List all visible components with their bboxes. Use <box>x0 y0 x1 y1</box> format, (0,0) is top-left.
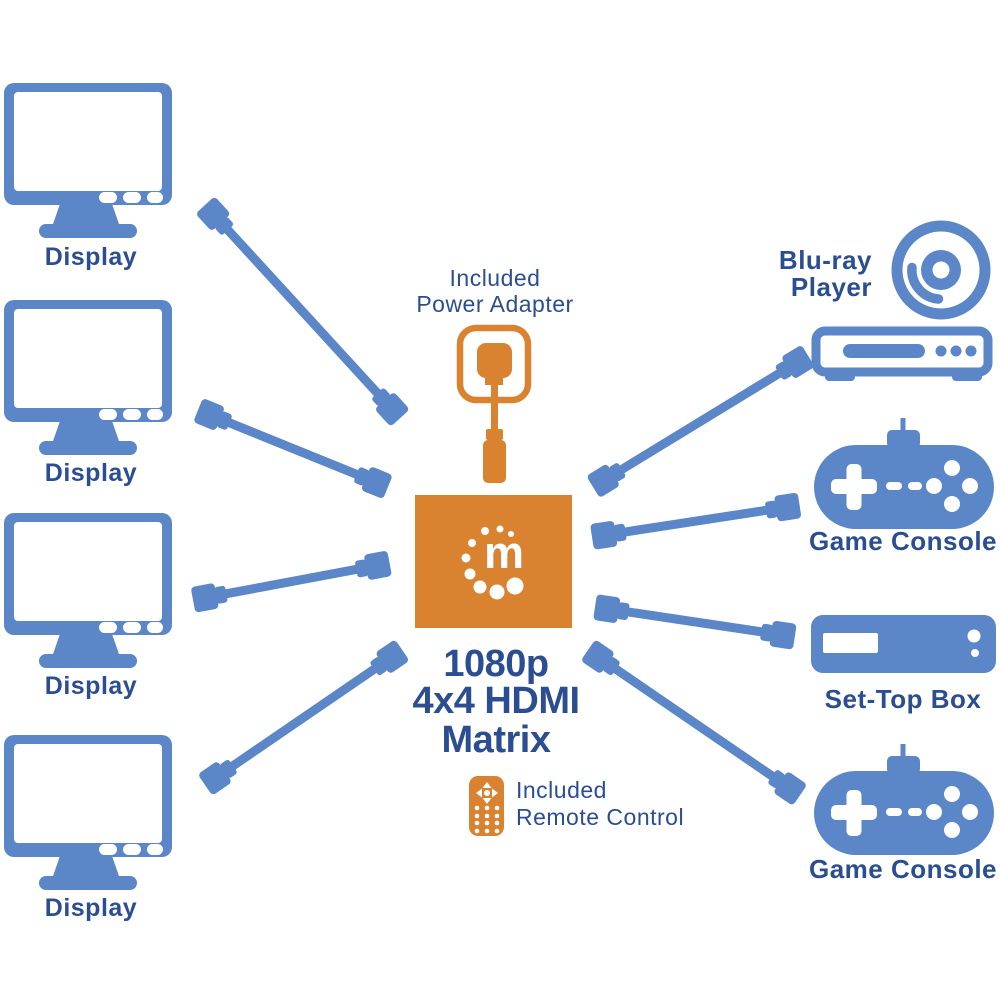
set-top-box-label: Set-Top Box <box>825 684 982 714</box>
remote-control-icon <box>469 776 504 836</box>
set-top-box-icon <box>811 615 996 673</box>
power-adapter-label-line1: Included <box>450 265 541 291</box>
remote-control-section: Included Remote Control <box>469 776 684 836</box>
hdmi-cable-display-2 <box>193 397 393 500</box>
hdmi-cable-game-console-bottom <box>580 639 808 806</box>
bluray-label-line2: Player <box>791 272 872 302</box>
hdmi-cable-bluray <box>586 344 815 499</box>
hdmi-cable-display-4 <box>197 639 410 796</box>
game-console-bottom-label: Game Console <box>809 854 997 884</box>
hdmi-cable-set-top-box <box>593 594 797 650</box>
logo-letter: m <box>484 527 524 578</box>
power-adapter-label-line2: Power Adapter <box>416 291 573 317</box>
display-2-monitor-icon <box>4 300 172 455</box>
game-console-top-label: Game Console <box>809 526 997 556</box>
bluray-disc-icon <box>891 220 991 320</box>
display-1-monitor-icon <box>4 83 172 238</box>
display-3-label: Display <box>45 672 137 700</box>
hdmi-cable-display-3 <box>190 550 392 613</box>
game-console-top-icon <box>814 418 994 529</box>
display-2-label: Display <box>45 459 137 487</box>
game-console-bottom-section: Game Console <box>809 744 997 884</box>
power-adapter-icon <box>456 324 532 483</box>
matrix-title: 1080p 4x4 HDMI Matrix <box>412 643 580 761</box>
bluray-section: Blu-ray Player <box>779 220 993 381</box>
display-4-monitor-icon <box>4 735 172 890</box>
display-1-label: Display <box>45 243 137 271</box>
power-adapter-section: Included Power Adapter <box>416 265 573 483</box>
title-line3: Matrix <box>442 719 551 761</box>
title-line2: 4x4 HDMI <box>412 680 579 722</box>
set-top-box-section: Set-Top Box <box>811 615 996 714</box>
remote-label-line1: Included <box>516 777 607 803</box>
matrix-box: m <box>415 495 572 628</box>
title-line1: 1080p <box>443 643 548 685</box>
remote-label-line2: Remote Control <box>516 804 684 830</box>
hdmi-cable-game-console-top <box>590 492 802 550</box>
bluray-label-line1: Blu-ray <box>779 245 872 275</box>
bluray-player-icon <box>811 326 993 381</box>
hdmi-cable-display-1 <box>195 196 410 427</box>
display-4-label: Display <box>45 894 137 922</box>
game-console-bottom-icon <box>814 744 994 855</box>
game-console-top-section: Game Console <box>809 418 997 556</box>
manhattan-logo-icon: m <box>461 525 524 600</box>
display-3-monitor-icon <box>4 513 172 668</box>
